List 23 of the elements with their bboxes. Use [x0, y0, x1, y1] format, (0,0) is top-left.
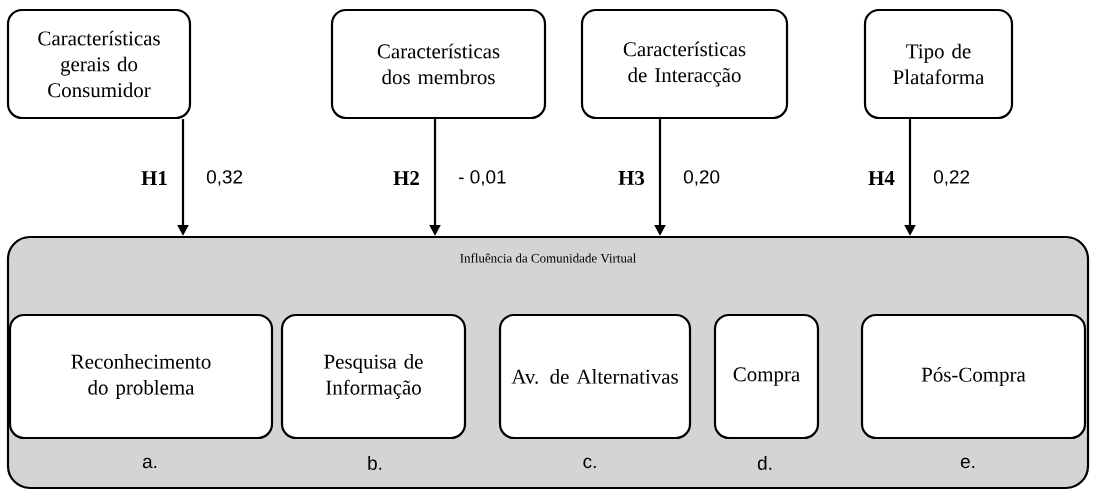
- factor-box: Características dos membros: [330, 8, 547, 120]
- panel-heading: Influência da Comunidade Virtual: [460, 253, 637, 263]
- factor-box: Características de Interacção: [580, 8, 789, 120]
- coefficient-label: 0,20: [683, 170, 720, 186]
- hypothesis-label: H4: [868, 171, 895, 185]
- hypothesis-label: H3: [618, 170, 645, 185]
- stage-letter: e.: [960, 457, 975, 469]
- stage-letter: c.: [583, 457, 596, 469]
- stage-box: Pós-Compra: [860, 313, 1087, 440]
- stage-letter: a.: [142, 457, 157, 469]
- coefficient-label: 0,22: [933, 170, 970, 186]
- coefficient-label: 0,32: [206, 170, 243, 186]
- stage-box: Av. de Alternativas: [498, 313, 692, 440]
- factor-box: Características gerais do Consumidor: [6, 8, 192, 120]
- hypothesis-label: H2: [393, 171, 419, 185]
- factor-box: Tipo de Plataforma: [863, 8, 1014, 120]
- stage-box: Compra: [713, 313, 820, 440]
- stage-box: Pesquisa de Informação: [280, 313, 467, 440]
- coefficient-label: - 0,01: [459, 170, 506, 186]
- stage-letter: b.: [368, 456, 382, 470]
- stage-box: Reconhecimento do problema: [8, 313, 274, 440]
- stage-letter: d.: [757, 456, 772, 470]
- hypothesis-label: H1: [141, 171, 167, 185]
